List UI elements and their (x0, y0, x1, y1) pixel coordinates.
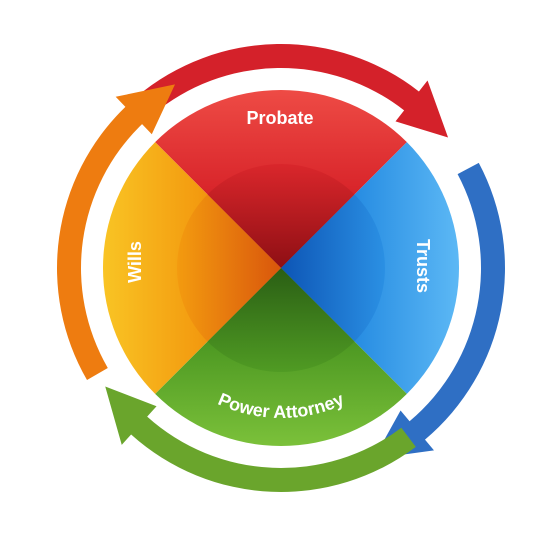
cycle-arrow-green (105, 386, 416, 492)
cycle-arrows (57, 44, 505, 492)
inner-segment-wills (176, 194, 281, 342)
label-wills: Wills (125, 241, 145, 283)
inner-segment-power-attorney (207, 268, 355, 373)
cycle-arrow-orange (57, 84, 175, 381)
inner-core (176, 163, 386, 373)
cycle-arrow-blue (373, 162, 505, 459)
inner-segment-probate (207, 163, 355, 268)
inner-segment-trusts (281, 194, 386, 342)
cycle-arrow-red (137, 44, 449, 138)
label-probate: Probate (246, 108, 313, 128)
label-trusts: Trusts (413, 239, 433, 293)
